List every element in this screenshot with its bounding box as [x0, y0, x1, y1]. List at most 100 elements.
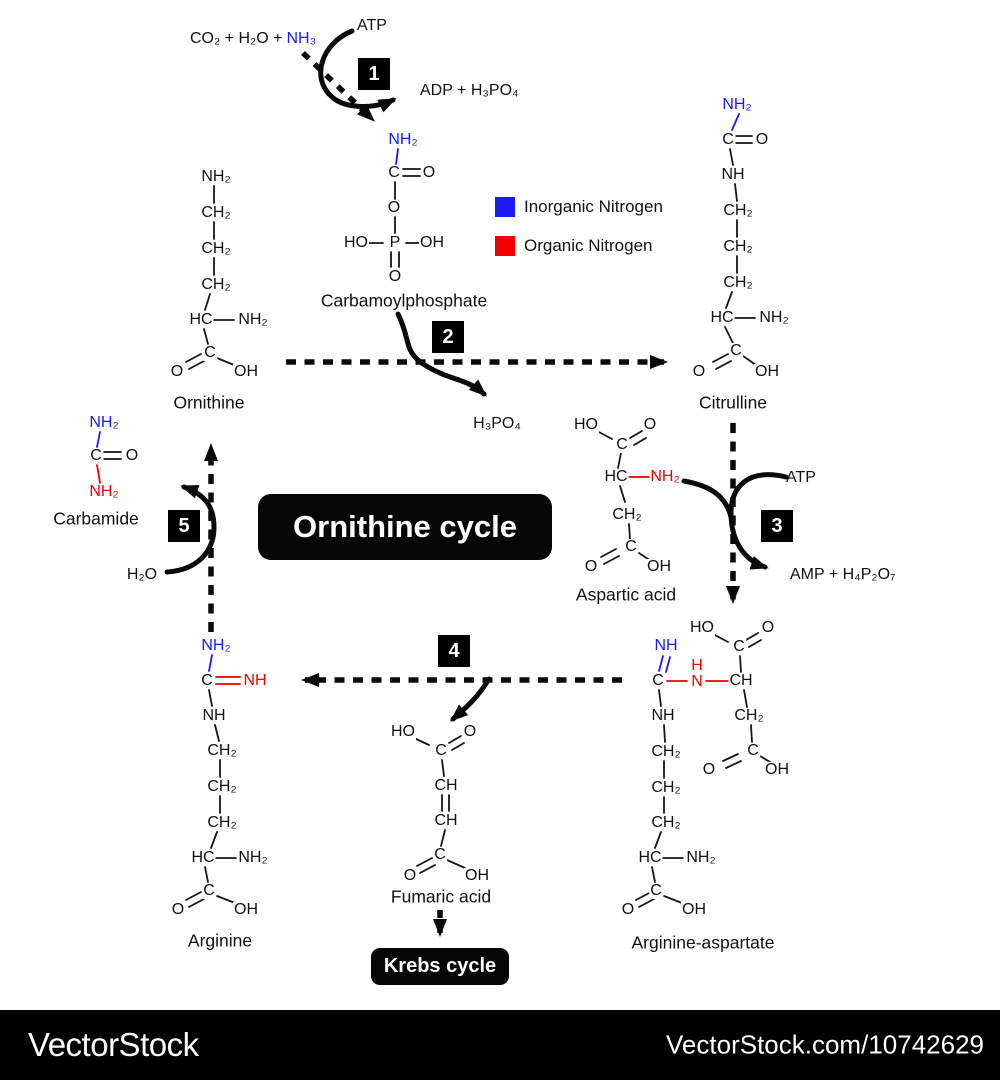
vectorstock-logo: VectorStock [28, 1026, 199, 1063]
cbm-c: C [89, 447, 103, 464]
cp-c: C [387, 164, 401, 181]
aa-nh-imino: NH [653, 637, 679, 654]
watermark-bar: VectorStock VectorStock.com/10742629 [0, 1010, 1000, 1080]
fum-ch-2: CH [433, 812, 459, 829]
arginine-label: Arginine [187, 930, 253, 951]
cbm-nh2-top: NH₂ [88, 414, 120, 431]
asp-o-bottom: O [583, 558, 599, 575]
arg-nh2-alpha: NH₂ [237, 849, 269, 866]
aa-oh-right: OH [764, 761, 790, 778]
organic-nitrogen-label: Organic Nitrogen [524, 236, 653, 255]
citrulline-bonds [712, 113, 757, 370]
arg-nh-imino: NH [242, 672, 268, 689]
arginine-bonds [185, 654, 241, 908]
orn-c-acid: C [203, 344, 217, 361]
inorganic-nitrogen-swatch [495, 197, 515, 217]
aa-hc: HC [637, 849, 663, 866]
aa-oh: OH [681, 901, 707, 918]
aa-ho-top: HO [689, 619, 715, 636]
arg-nh2-top: NH₂ [200, 637, 232, 654]
cp-oh: OH [419, 234, 445, 251]
orn-hc: HC [188, 311, 214, 328]
fum-oh: OH [464, 867, 490, 884]
aa-c-right: C [746, 742, 760, 759]
aa-ch2-3: CH₂ [650, 814, 682, 831]
amp-label-r3: AMP + H₄P₂O₇ [790, 566, 896, 583]
cbm-o: O [124, 447, 140, 464]
ornithine-label: Ornithine [173, 392, 245, 413]
arg-oh: OH [233, 901, 259, 918]
cp-o-bottom: O [387, 268, 403, 285]
arginine-aspartate-label: Arginine-aspartate [631, 932, 775, 953]
fum-o-top: O [462, 723, 478, 740]
asp-hc: HC [603, 468, 629, 485]
cit-nh: NH [720, 166, 746, 183]
orn-ch2-2: CH₂ [200, 240, 232, 257]
ammonia-text: NH₃ [286, 30, 317, 47]
fum-c-bottom: C [433, 846, 447, 863]
phosphate-label-r2: H₃PO₄ [473, 415, 521, 432]
step-1-badge: 1 [358, 58, 390, 90]
krebs-cycle-box: Krebs cycle [371, 948, 509, 985]
fum-o-bottom: O [402, 867, 418, 884]
aa-nh2-alpha: NH₂ [685, 849, 717, 866]
aa-ch2-1: CH₂ [650, 743, 682, 760]
carbamoylphosphate-bonds [368, 148, 421, 268]
arginine-aspartate-bonds [635, 632, 771, 908]
cit-nh2: NH₂ [721, 96, 753, 113]
cycle-dashed-arrows [204, 51, 740, 937]
cp-o-double: O [421, 164, 437, 181]
cit-hc: HC [709, 309, 735, 326]
aa-o-acid: O [620, 901, 636, 918]
step-3-badge: 3 [761, 510, 793, 542]
asp-ho: HO [573, 416, 599, 433]
step-4-badge: 4 [438, 635, 470, 667]
cit-oh: OH [754, 363, 780, 380]
aa-h-bridge: H [690, 657, 704, 674]
orn-nh2-alpha: NH₂ [237, 311, 269, 328]
arg-ch2-3: CH₂ [206, 814, 238, 831]
water-label-r5: H₂O [126, 566, 158, 583]
arg-hc: HC [190, 849, 216, 866]
ornithine-cycle-title: Ornithine cycle [258, 494, 552, 560]
aa-ch2-2: CH₂ [650, 779, 682, 796]
asp-oh: OH [646, 558, 672, 575]
aa-o-right: O [701, 761, 717, 778]
cit-c-acid: C [729, 342, 743, 359]
cp-o-ester: O [386, 199, 402, 216]
asp-ch2: CH₂ [611, 506, 643, 523]
cp-ho: HO [343, 234, 369, 251]
cbm-nh2-bottom: NH₂ [88, 483, 120, 500]
arg-nh: NH [201, 707, 227, 724]
cit-ch2-3: CH₂ [722, 274, 754, 291]
cit-o-acid: O [691, 363, 707, 380]
aa-c-acid: C [649, 882, 663, 899]
cp-p: P [388, 234, 402, 251]
inorganic-nitrogen-label: Inorganic Nitrogen [524, 197, 663, 216]
asp-c-top: C [615, 436, 629, 453]
step-2-badge: 2 [432, 321, 464, 353]
atp-label-r1: ATP [357, 17, 387, 34]
diagram-lines-layer [96, 28, 789, 937]
carbamide-label: Carbamide [53, 508, 139, 529]
ornithine-bonds [185, 185, 235, 370]
orn-ch2-3: CH₂ [200, 276, 232, 293]
orn-nh2: NH₂ [200, 168, 232, 185]
aa-nh: NH [650, 707, 676, 724]
aa-o-top: O [760, 619, 776, 636]
atp-label-r3: ATP [786, 469, 816, 486]
cofactor-arrows [164, 28, 789, 722]
orn-oh: OH [233, 363, 259, 380]
cp-nh2: NH₂ [387, 131, 419, 148]
arg-ch2-1: CH₂ [206, 742, 238, 759]
aa-ch: CH [728, 672, 754, 689]
reaction1-substrates: CO₂ + H₂O + NH₃ [190, 30, 316, 48]
organic-nitrogen-swatch [495, 236, 515, 256]
fum-ch-1: CH [433, 777, 459, 794]
aa-ch2-right: CH₂ [733, 707, 765, 724]
asp-c-bottom: C [624, 538, 638, 555]
fum-ho: HO [390, 723, 416, 740]
aspartic-acid-label: Aspartic acid [575, 584, 677, 605]
carbamoylphosphate-label: Carbamoylphosphate [320, 290, 488, 311]
